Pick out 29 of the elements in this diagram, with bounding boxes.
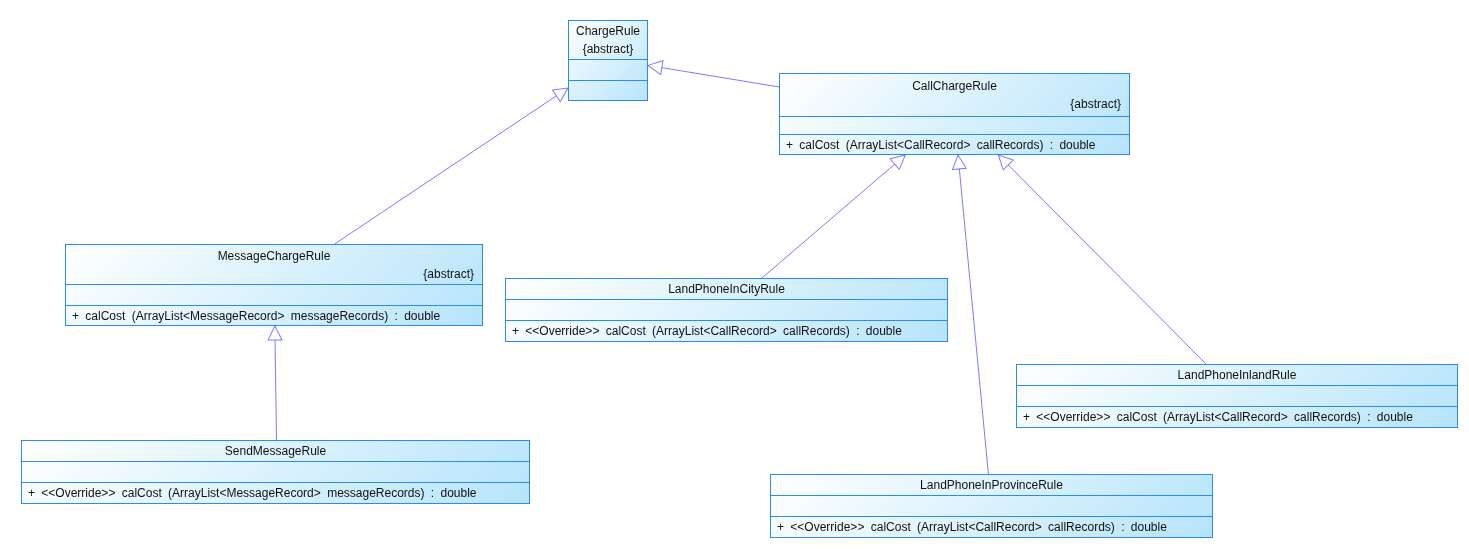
method-signature: + <<Override>> calCost (ArrayList<MessageRecord> messageRecords) : double	[28, 485, 477, 501]
class-name: LandPhoneInProvinceRule	[920, 477, 1063, 494]
class-box	[568, 20, 648, 101]
class-property: {abstract}	[423, 265, 474, 283]
generalization-arrow	[267, 325, 283, 441]
class-box	[65, 244, 483, 326]
class-name: LandPhoneInCityRule	[668, 281, 785, 298]
class-property: {abstract}	[1070, 96, 1121, 113]
generalization-arrow	[647, 60, 780, 88]
class-name: MessageChargeRule	[217, 247, 331, 265]
method-signature: + <<Override>> calCost (ArrayList<CallRecord> callRecords) : double	[512, 323, 902, 339]
generalization-arrow	[761, 154, 906, 279]
class-box	[505, 278, 948, 342]
generalization-arrow	[334, 87, 569, 245]
class-box	[770, 474, 1213, 538]
generalization-arrow	[951, 154, 989, 475]
class-box	[779, 73, 1130, 155]
generalization-arrow	[997, 154, 1207, 365]
method-signature: + calCost (ArrayList<CallRecord> callRecords) : double	[786, 136, 1096, 153]
class-name: CallChargeRule	[912, 78, 997, 95]
class-name: SendMessageRule	[224, 443, 327, 460]
class-box	[1016, 364, 1458, 428]
method-signature: + calCost (ArrayList<MessageRecord> messageRecords) : double	[72, 307, 441, 324]
method-signature: + <<Override>> calCost (ArrayList<CallRecord> callRecords) : double	[777, 519, 1167, 535]
class-property: {abstract}	[582, 41, 634, 58]
method-signature: + <<Override>> calCost (ArrayList<CallRecord> callRecords) : double	[1023, 409, 1413, 425]
class-name: ChargeRule	[576, 23, 641, 40]
class-name: LandPhoneInlandRule	[1177, 367, 1297, 384]
class-box	[21, 440, 530, 504]
